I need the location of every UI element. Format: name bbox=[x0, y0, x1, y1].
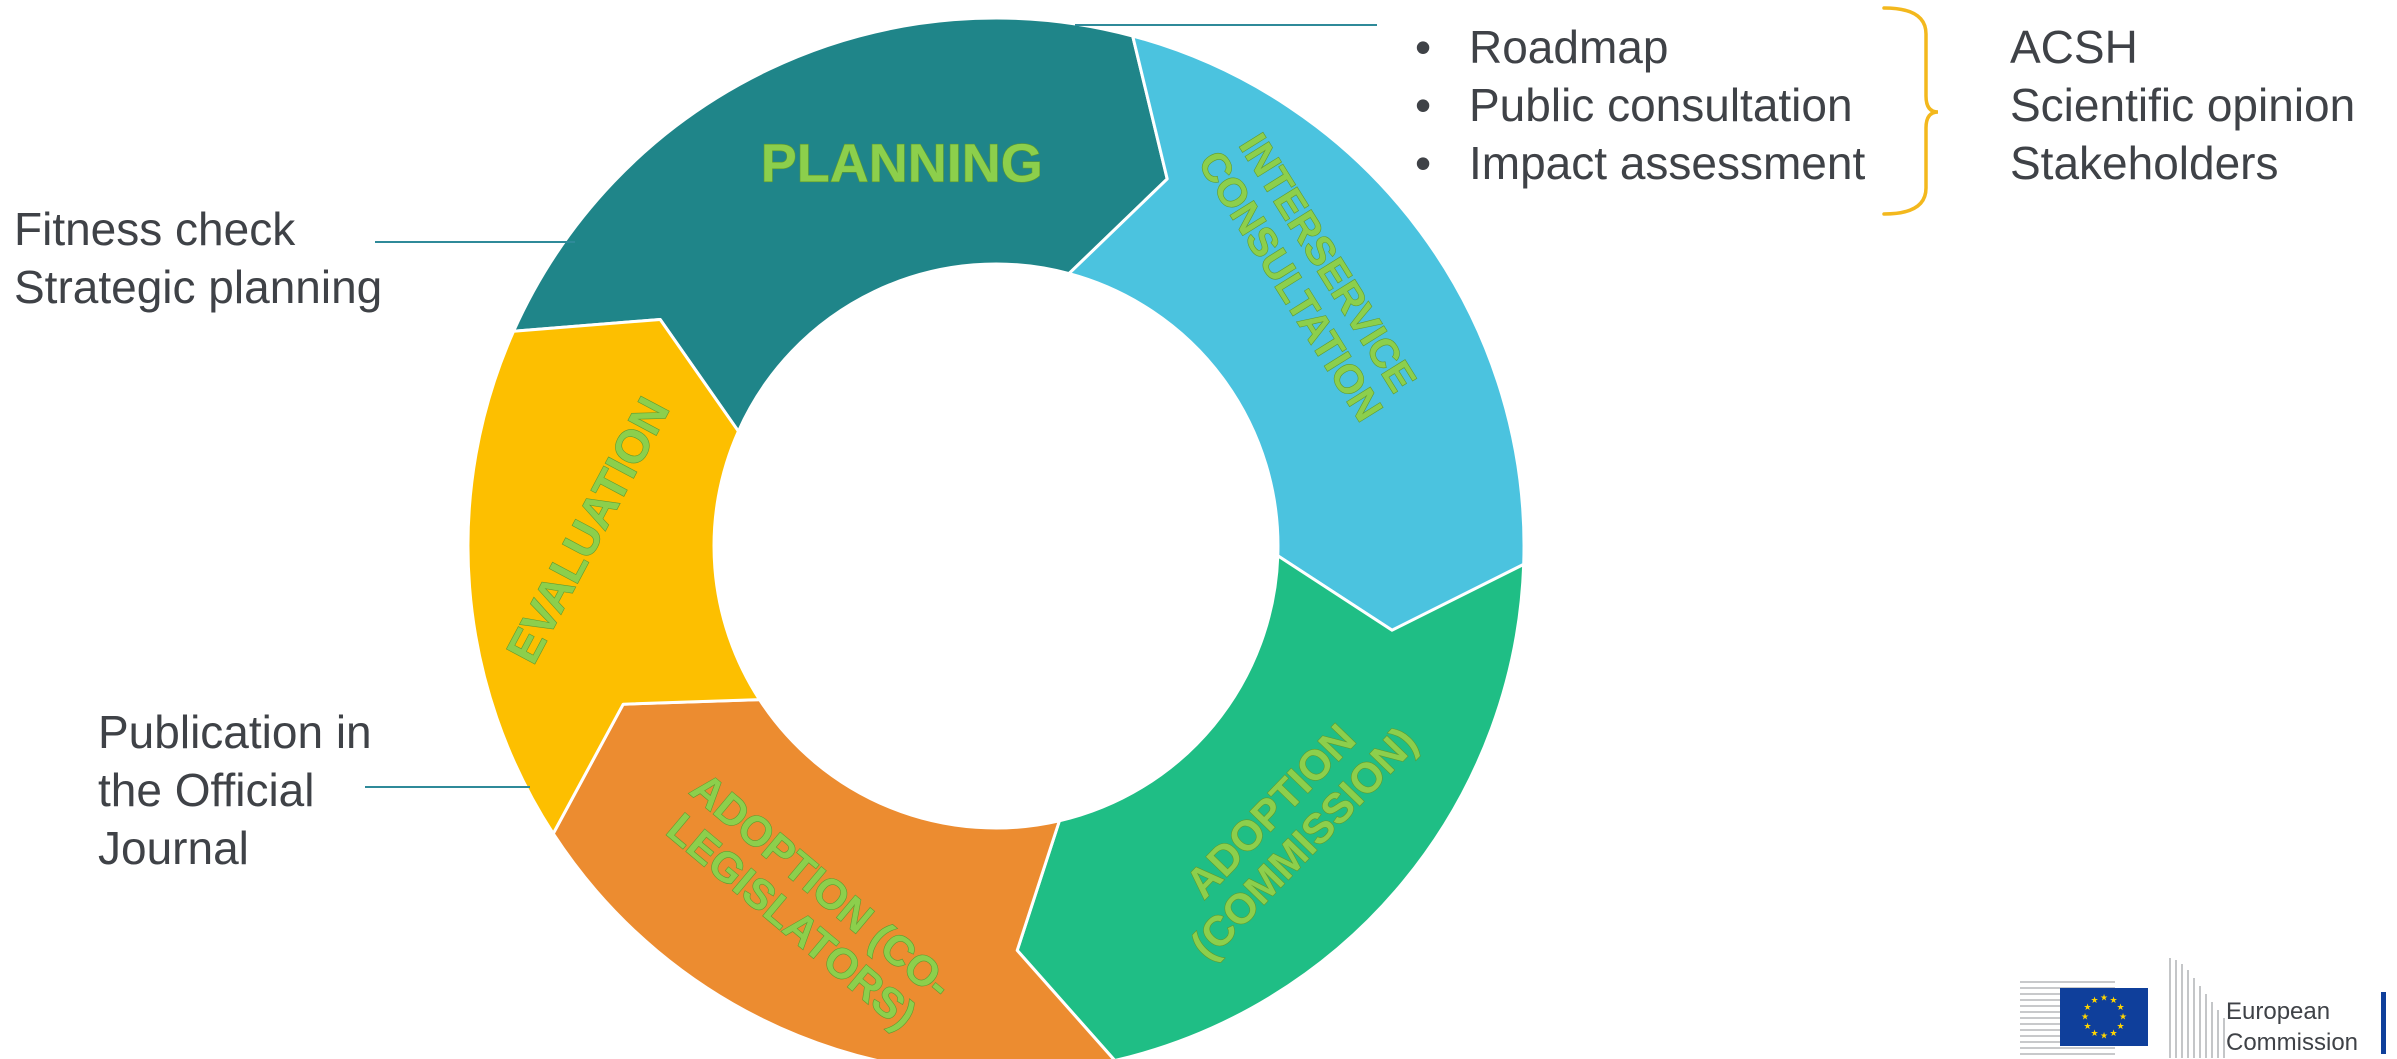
eu-star-icon: ★ bbox=[2100, 992, 2108, 1002]
publication-note: Publication in the Official Journal bbox=[98, 703, 372, 877]
evaluation-note-item: Fitness check bbox=[14, 203, 296, 255]
planning-step-item: Roadmap bbox=[1405, 18, 1865, 76]
eu-flag bbox=[2060, 988, 2148, 1046]
planning-input-item: Stakeholders bbox=[2010, 137, 2279, 189]
planning-steps: Roadmap Public consultation Impact asses… bbox=[1405, 18, 1865, 192]
eu-star-icon: ★ bbox=[2083, 1021, 2091, 1031]
evaluation-note-item: Strategic planning bbox=[14, 261, 383, 313]
eu-star-icon: ★ bbox=[2109, 1028, 2117, 1038]
logo-vertical-bar bbox=[2381, 992, 2386, 1054]
segment-adoption-co-legislators bbox=[551, 698, 1116, 1059]
logo-text-line: Commission bbox=[2226, 1029, 2358, 1056]
eu-star-icon: ★ bbox=[2116, 1021, 2124, 1031]
evaluation-connector-line bbox=[375, 241, 575, 243]
segment-label-line: PLANNING bbox=[761, 134, 1043, 194]
segment-interservice bbox=[1067, 34, 1526, 632]
segment-planning bbox=[512, 16, 1169, 433]
eu-stars-icon: ★★★★★★★★★★★★ bbox=[2081, 992, 2127, 1040]
eu-star-icon: ★ bbox=[2083, 1002, 2091, 1012]
logo-text-line: European bbox=[2226, 998, 2330, 1025]
planning-input-item: Scientific opinion bbox=[2010, 79, 2356, 131]
publication-note-line: Journal bbox=[98, 822, 249, 874]
segment-evaluation bbox=[466, 318, 761, 836]
eu-star-icon: ★ bbox=[2100, 1030, 2108, 1040]
eu-star-icon: ★ bbox=[2119, 1011, 2127, 1021]
planning-inputs: ACSH Scientific opinion Stakeholders bbox=[2010, 18, 2355, 192]
publication-note-line: Publication in bbox=[98, 706, 372, 758]
eu-star-icon: ★ bbox=[2090, 1028, 2098, 1038]
planning-connector-line bbox=[1075, 24, 1377, 26]
publication-note-line: the Official bbox=[98, 764, 315, 816]
planning-input-item: ACSH bbox=[2010, 21, 2138, 73]
eu-star-icon: ★ bbox=[2109, 995, 2117, 1005]
eu-star-icon: ★ bbox=[2116, 1002, 2124, 1012]
segment-adoption-commission bbox=[1015, 554, 1526, 1059]
evaluation-notes: Fitness check Strategic planning bbox=[14, 200, 382, 316]
planning-step-item: Public consultation bbox=[1405, 76, 1865, 134]
curly-brace-icon bbox=[1882, 6, 1939, 216]
european-commission-logo: ★★★★★★★★★★★★ European Commission bbox=[2020, 958, 2386, 1058]
publication-connector-line bbox=[365, 786, 530, 788]
eu-star-icon: ★ bbox=[2090, 995, 2098, 1005]
segment-label-planning: PLANNING bbox=[761, 134, 1043, 194]
eu-star-icon: ★ bbox=[2081, 1011, 2089, 1021]
planning-step-item: Impact assessment bbox=[1405, 134, 1865, 192]
